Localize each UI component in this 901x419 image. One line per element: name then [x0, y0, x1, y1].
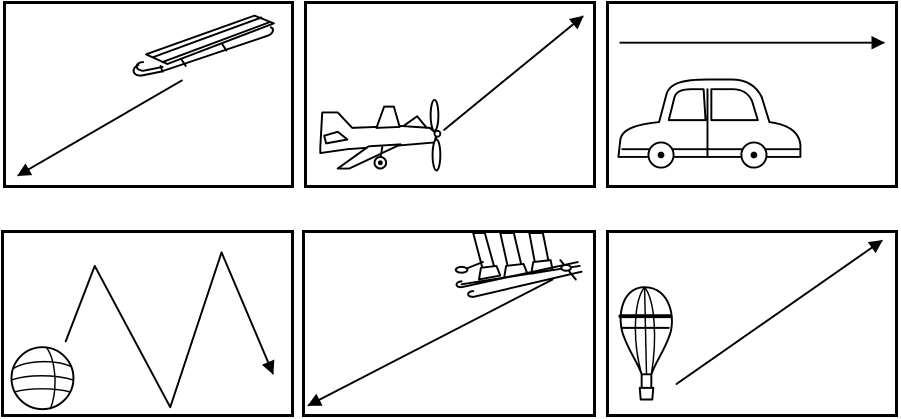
car-scene — [617, 35, 885, 169]
panel-skis — [302, 230, 596, 417]
hot-air-balloon-scene — [618, 239, 883, 401]
motion-arrow — [443, 15, 584, 131]
airplane-scene — [319, 15, 584, 172]
skis-scene — [307, 232, 583, 407]
ball-icon — [10, 346, 75, 411]
motion-arrow — [64, 251, 275, 409]
sled-scene — [17, 14, 275, 177]
skis-icon — [454, 232, 583, 298]
ball-scene — [10, 251, 275, 411]
airplane-icon — [319, 98, 442, 172]
motion-arrow — [307, 278, 554, 407]
panel-airplane — [304, 1, 596, 188]
panel-car — [606, 1, 898, 188]
motion-arrow — [17, 79, 183, 177]
sled-icon — [132, 14, 275, 77]
panel-hot-air-balloon — [606, 230, 898, 417]
panel-ball — [1, 230, 294, 417]
motion-arrow — [675, 239, 883, 385]
panel-sled — [3, 1, 294, 188]
car-icon — [617, 78, 802, 169]
hot-air-balloon-icon — [618, 286, 673, 401]
